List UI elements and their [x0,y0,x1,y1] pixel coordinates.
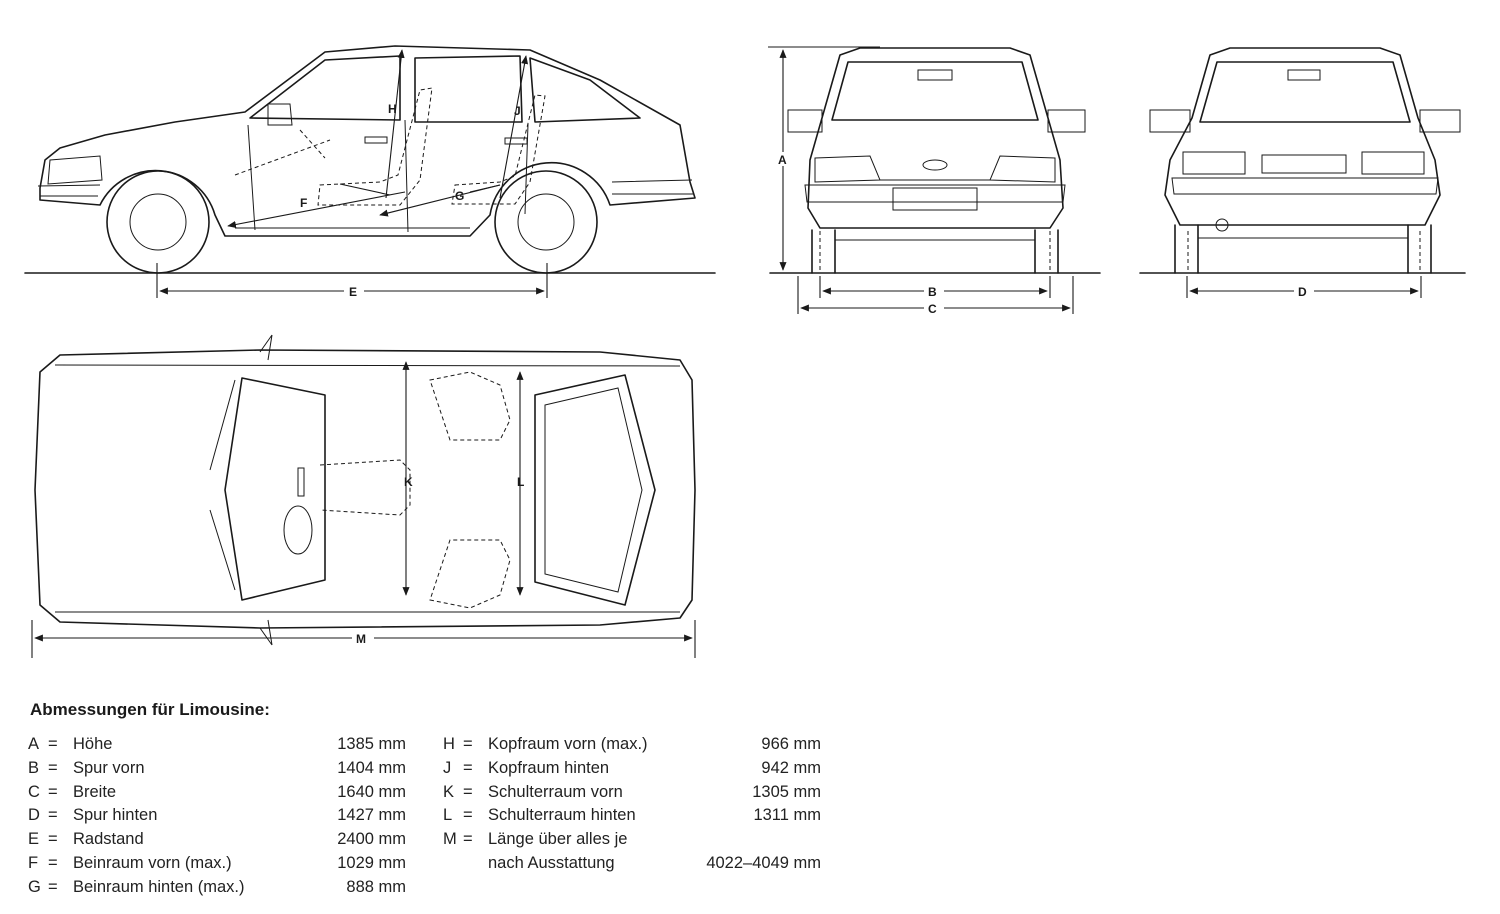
spec-label: Beinraum vorn (max.) [73,853,232,872]
specs-title: Abmessungen für Limousine: [30,700,270,719]
spec-equals: = [463,735,473,753]
marker-d: D [1298,285,1307,299]
spec-value: 1385 mm [337,735,406,753]
spec-value: 888 mm [346,877,406,896]
spec-key: E [28,830,40,849]
spec-key: M [443,830,457,849]
marker-e: E [349,285,357,299]
spec-label: Kopfraum vorn (max.) [488,735,648,753]
rear-view [1139,47,1466,298]
spec-key: D [28,806,40,825]
marker-c: C [928,302,937,316]
spec-row: E = Radstand 2400 mm [28,828,406,852]
spec-label: Schulterraum hinten [488,806,636,825]
spec-key: F [28,853,39,872]
spec-value: 1305 mm [752,782,821,801]
spec-equals: = [463,806,473,825]
spec-equals: = [48,782,58,801]
specs-left-column: A = Höhe 1385 mm B = Spur vorn 1404 mm C = Breite 1… [28,733,406,900]
spec-value: 1427 mm [337,806,406,825]
spec-key: H [443,735,455,753]
spec-value: 1311 mm [753,806,821,825]
spec-equals: = [48,853,58,872]
marker-f: F [300,196,307,210]
spec-key: C [28,782,40,801]
spec-row: M = Länge über alles je [443,828,821,852]
spec-equals: = [463,758,473,777]
side-view [24,45,716,298]
spec-label: Kopfraum hinten [488,758,610,777]
spec-equals: = [463,830,473,849]
spec-key: L [443,806,453,825]
spec-equals: = [48,830,58,849]
spec-row: B = Spur vorn 1404 mm [28,757,406,781]
spec-key: G [28,877,41,896]
spec-label: Länge über alles je [488,830,628,849]
spec-row: J = Kopfraum hinten 942 mm [443,757,821,781]
marker-m: M [356,632,366,646]
spec-label: nach Ausstattung [488,853,615,872]
spec-equals: = [48,758,58,777]
spec-row: F = Beinraum vorn (max.) 1029 mm [28,852,406,876]
spec-row: H = Kopfraum vorn (max.) 966 mm [443,733,821,757]
spec-equals: = [463,782,473,801]
front-view [768,46,1101,314]
spec-label: Breite [73,782,117,801]
spec-value: 1640 mm [337,782,406,801]
marker-j: J [514,104,521,118]
spec-label: Spur hinten [73,806,158,825]
spec-label: Radstand [73,830,144,849]
marker-g: G [455,189,464,203]
spec-value: 1404 mm [337,758,406,777]
spec-label: Höhe [73,735,113,753]
spec-row: C = Breite 1640 mm [28,781,406,805]
specs-right-column: H = Kopfraum vorn (max.) 966 mm J = Kopfraum h… [443,733,821,876]
marker-b: B [928,285,937,299]
spec-key: K [443,782,455,801]
spec-equals: = [48,806,58,825]
spec-row: A = Höhe 1385 mm [28,733,406,757]
marker-l: L [517,475,524,489]
spec-label: Beinraum hinten (max.) [73,877,245,896]
marker-h: H [388,102,397,116]
spec-key: B [28,758,40,777]
spec-key: A [28,735,40,753]
spec-row: D = Spur hinten 1427 mm [28,804,406,828]
top-view [31,334,696,658]
spec-equals: = [48,877,58,896]
spec-row: G = Beinraum hinten (max.) 888 mm [28,876,406,900]
spec-value: 1029 mm [337,853,406,872]
spec-value: 966 mm [761,735,821,753]
spec-value: 942 mm [761,758,821,777]
spec-key: J [443,758,452,777]
spec-label: Schulterraum vorn [488,782,623,801]
spec-value: 2400 mm [337,830,406,849]
spec-row: K = Schulterraum vorn 1305 mm [443,781,821,805]
marker-a: A [778,153,787,167]
marker-k: K [404,475,413,489]
spec-label: Spur vorn [73,758,145,777]
spec-equals: = [48,735,58,753]
spec-value: 4022–4049 mm [706,853,821,872]
spec-row: L = Schulterraum hinten 1311 mm [443,804,821,828]
